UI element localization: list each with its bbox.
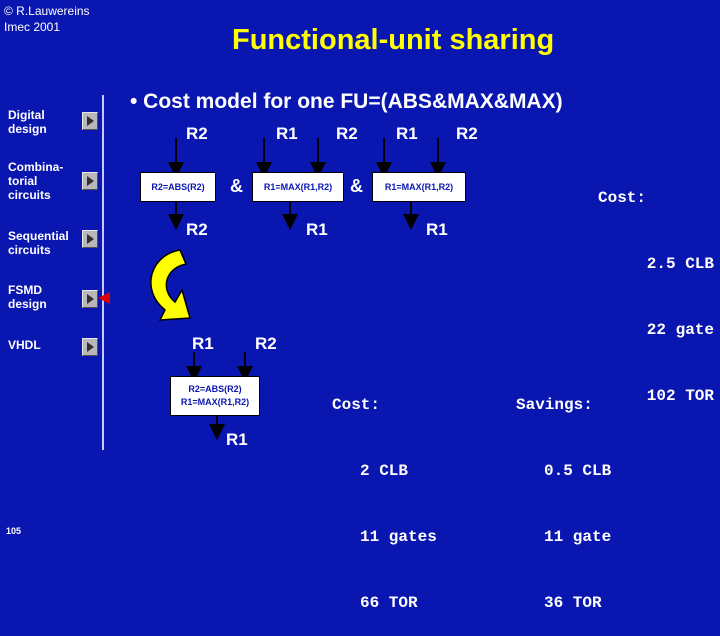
- sidebar-item-vhdl-label: VHDL: [8, 338, 41, 352]
- transform-curved-arrow-icon: [150, 249, 191, 321]
- copyright: © R.Lauwereins Imec 2001: [4, 3, 90, 35]
- and-operator: &: [350, 176, 363, 196]
- top-input-label: R2: [336, 124, 358, 143]
- savings-line: 36 TOR: [544, 594, 602, 612]
- sidebar-item-combinatorial-button[interactable]: [82, 172, 98, 190]
- max-unit-box-2: R1=MAX(R1,R2): [372, 172, 466, 202]
- page-number: 105: [6, 526, 22, 536]
- sidebar-item-digital-design-label: Digital design: [8, 108, 47, 136]
- and-operator: &: [230, 176, 243, 196]
- shared-box-line2: R1=MAX(R1,R2): [180, 397, 250, 407]
- copyright-line2: Imec 2001: [4, 20, 61, 34]
- page-title: Functional-unit sharing: [232, 24, 555, 56]
- cost-separate-units: Cost: 2.5 CLB 22 gate 102 TOR: [596, 143, 714, 429]
- cost-line: 2 CLB: [360, 462, 409, 480]
- sidebar-divider: [102, 95, 104, 450]
- cost-line: 22 gate: [646, 321, 714, 339]
- cost-line: Cost:: [332, 396, 381, 414]
- copyright-line1: © R.Lauwereins: [4, 4, 90, 18]
- cost-line: Cost:: [598, 189, 647, 207]
- top-output-label: R1: [306, 220, 328, 239]
- cost-shared-unit: Cost: 2 CLB 11 gates 66 TOR: [322, 350, 458, 636]
- sidebar-item-digital-design-button[interactable]: [82, 112, 98, 130]
- top-output-label: R1: [426, 220, 448, 239]
- bullet-cost-model: • Cost model for one FU=(ABS&MAX&MAX): [130, 90, 563, 113]
- top-input-label: R1: [396, 124, 418, 143]
- dataflow-wires: [150, 138, 446, 440]
- top-input-label: R1: [276, 124, 298, 143]
- top-input-label: R2: [186, 124, 208, 143]
- savings-block: Savings: 0.5 CLB 11 gate 36 TOR: [508, 350, 638, 636]
- cost-line: 102 TOR: [646, 387, 714, 405]
- cost-line: 66 TOR: [360, 594, 418, 612]
- cost-line: 11 gates: [360, 528, 437, 546]
- savings-line: 11 gate: [544, 528, 612, 546]
- abs-unit-box: R2=ABS(R2): [140, 172, 216, 202]
- cost-line: 2.5 CLB: [646, 255, 714, 273]
- max-unit-box-1: R1=MAX(R1,R2): [252, 172, 344, 202]
- sidebar-item-fsmd-label: FSMD design: [8, 283, 47, 311]
- top-input-label: R2: [456, 124, 478, 143]
- savings-line: 0.5 CLB: [544, 462, 612, 480]
- sidebar-item-sequential-button[interactable]: [82, 230, 98, 248]
- sidebar-item-vhdl-button[interactable]: [82, 338, 98, 356]
- shared-box-line1: R2=ABS(R2): [188, 384, 242, 394]
- current-section-pointer-icon: [98, 292, 110, 304]
- shared-unit-box: R2=ABS(R2) R1=MAX(R1,R2): [170, 376, 260, 416]
- sidebar-item-sequential-label: Sequential circuits: [8, 229, 69, 257]
- top-output-label: R2: [186, 220, 208, 239]
- shared-output-label: R1: [226, 430, 248, 449]
- savings-line: Savings:: [516, 396, 593, 414]
- shared-input-label: R2: [255, 334, 277, 353]
- sidebar-item-combinatorial-label: Combina-torial circuits: [8, 160, 64, 202]
- sidebar-item-fsmd-button[interactable]: [82, 290, 98, 308]
- shared-input-label: R1: [192, 334, 214, 353]
